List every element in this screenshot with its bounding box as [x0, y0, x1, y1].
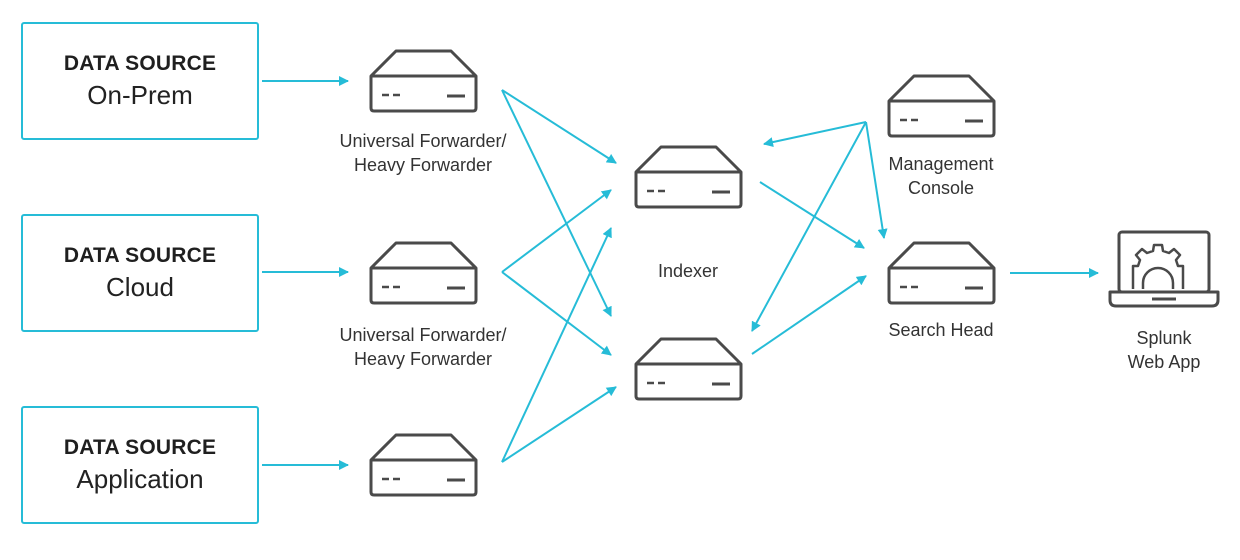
arrow-fwd1-to-indexer2 [501, 89, 612, 317]
arrow-console-to-indexer1 [763, 121, 867, 147]
management-console-label: Management Console [866, 152, 1016, 200]
arrow-indexer2-to-search-head [751, 275, 867, 355]
data-source-subtitle: On-Prem [87, 79, 193, 110]
server-icon [369, 49, 478, 113]
indexer-label-text: Indexer [657, 261, 719, 281]
arrow-fwd1-to-indexer1 [501, 89, 617, 164]
search-head-label-text: Search Head [888, 320, 994, 340]
data-source-title: DATA SOURCE [63, 51, 217, 75]
forwarder-label-line2: Heavy Forwarder [353, 349, 493, 369]
server-icon [887, 74, 996, 138]
forwarder-label-line2: Heavy Forwarder [353, 155, 493, 175]
server-icon [369, 433, 478, 497]
data-source-subtitle: Application [76, 463, 204, 494]
management-console-line1: Management [888, 154, 994, 174]
arrow-fwd2-to-indexer2 [501, 271, 612, 356]
web-app-label: Splunk Web App [1104, 326, 1224, 374]
forwarder-label-line1: Universal Forwarder/ [339, 131, 507, 151]
web-app-label-line1: Splunk [1136, 328, 1192, 348]
arrow-console-to-search-head [865, 121, 888, 239]
server-icon [634, 145, 743, 209]
arrow-fwd3-to-indexer2 [501, 386, 617, 463]
arrow-indexer1-to-search-head [759, 181, 865, 249]
web-app-label-line2: Web App [1127, 352, 1201, 372]
data-source-title: DATA SOURCE [63, 435, 217, 459]
data-source-cloud: DATA SOURCE Cloud [21, 214, 259, 332]
laptop-gear-icon [1108, 230, 1220, 308]
connectors [262, 76, 1099, 470]
indexer-label: Indexer [638, 259, 738, 283]
server-icon [887, 241, 996, 305]
data-source-onprem: DATA SOURCE On-Prem [21, 22, 259, 140]
data-source-application: DATA SOURCE Application [21, 406, 259, 524]
forwarder-label-line1: Universal Forwarder/ [339, 325, 507, 345]
forwarder-label-2: Universal Forwarder/ Heavy Forwarder [323, 323, 523, 371]
search-head-label: Search Head [866, 318, 1016, 342]
data-source-title: DATA SOURCE [63, 243, 217, 267]
server-icon [634, 337, 743, 401]
server-icon [369, 241, 478, 305]
management-console-line2: Console [907, 178, 975, 198]
data-source-subtitle: Cloud [106, 271, 174, 302]
forwarder-label-1: Universal Forwarder/ Heavy Forwarder [323, 129, 523, 177]
arrow-fwd2-to-indexer1 [501, 189, 612, 273]
arrow-console-to-indexer2 [751, 121, 867, 332]
arrow-fwd3-to-indexer1 [501, 227, 612, 463]
